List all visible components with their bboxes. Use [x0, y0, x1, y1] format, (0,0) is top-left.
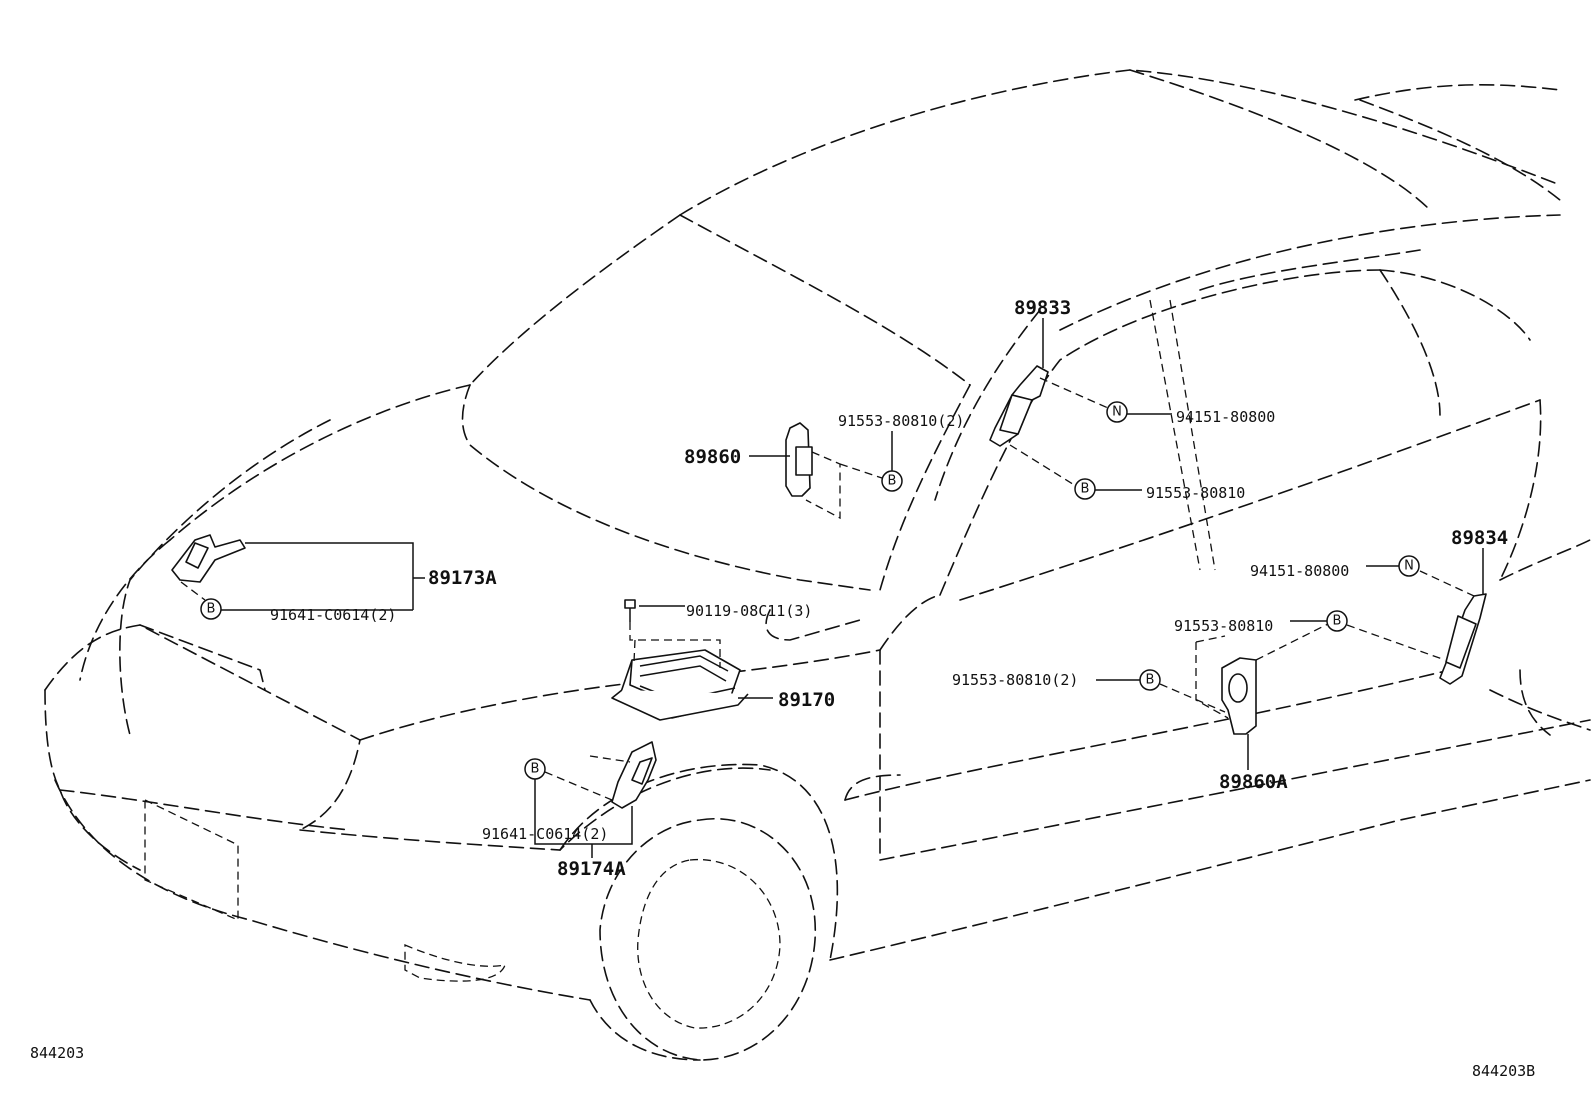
- sensor-89834-icon: [1439, 593, 1487, 685]
- sensor-89173A-icon: [171, 534, 246, 583]
- label-91553-80810-top: 91553-80810: [1146, 484, 1245, 502]
- bolt-symbol-letter: B: [1081, 482, 1090, 497]
- label-89173A: 89173A: [428, 567, 497, 589]
- bolt-symbol-icon: [1074, 478, 1096, 500]
- bolt-90119-icon: [624, 599, 636, 622]
- label-89833: 89833: [1014, 297, 1071, 319]
- bolt-symbol-icon: [200, 598, 222, 620]
- nut-symbol-letter: N: [1112, 405, 1122, 420]
- airbag-ecu-89170-icon: [611, 649, 749, 721]
- sensor-89860-icon: [785, 422, 813, 497]
- label-91553-80810-right: 91553-80810: [1174, 617, 1273, 635]
- label-90119-08C11-3: 90119-08C11(3): [686, 602, 812, 620]
- roof-line: [679, 69, 1561, 216]
- label-89170: 89170: [778, 689, 835, 711]
- bolt-symbol-letter: B: [1333, 614, 1342, 629]
- figure-code-left: 844203: [30, 1044, 84, 1062]
- label-91553-80810-2-top: 91553-80810(2): [838, 412, 964, 430]
- label-94151-80800-right: 94151-80800: [1250, 562, 1349, 580]
- label-89174A: 89174A: [557, 858, 626, 880]
- label-91553-80810-2-right: 91553-80810(2): [952, 671, 1078, 689]
- leader-lines: [221, 318, 1484, 858]
- fasteners: B N B N B B B B: [200, 401, 1420, 780]
- sensor-89174A-icon: [611, 741, 657, 809]
- nut-symbol-icon: [1106, 401, 1128, 423]
- nut-symbol-letter: N: [1404, 559, 1414, 574]
- bolt-symbol-letter: B: [207, 602, 216, 617]
- assembly-guides: [180, 377, 1475, 801]
- sensor-89833-icon: [989, 365, 1049, 447]
- label-91641-C0614-2-left: 91641-C0614(2): [270, 606, 396, 624]
- part-labels: 89833 89860 91553-80810(2) 94151-80800 9…: [270, 297, 1508, 880]
- bolt-symbol-letter: B: [1146, 673, 1155, 688]
- figure-code-right: 844203B: [1472, 1062, 1535, 1080]
- car-body-outline: [44, 69, 1591, 1061]
- label-94151-80800-top: 94151-80800: [1176, 408, 1275, 426]
- bolt-symbol-letter: B: [531, 762, 540, 777]
- label-91641-C0614-2-bottom: 91641-C0614(2): [482, 825, 608, 843]
- label-89860: 89860: [684, 446, 741, 468]
- label-89860A: 89860A: [1219, 771, 1288, 793]
- bolt-symbol-letter: B: [888, 474, 897, 489]
- label-89834: 89834: [1451, 527, 1508, 549]
- sensor-89860A-icon: [1221, 657, 1257, 735]
